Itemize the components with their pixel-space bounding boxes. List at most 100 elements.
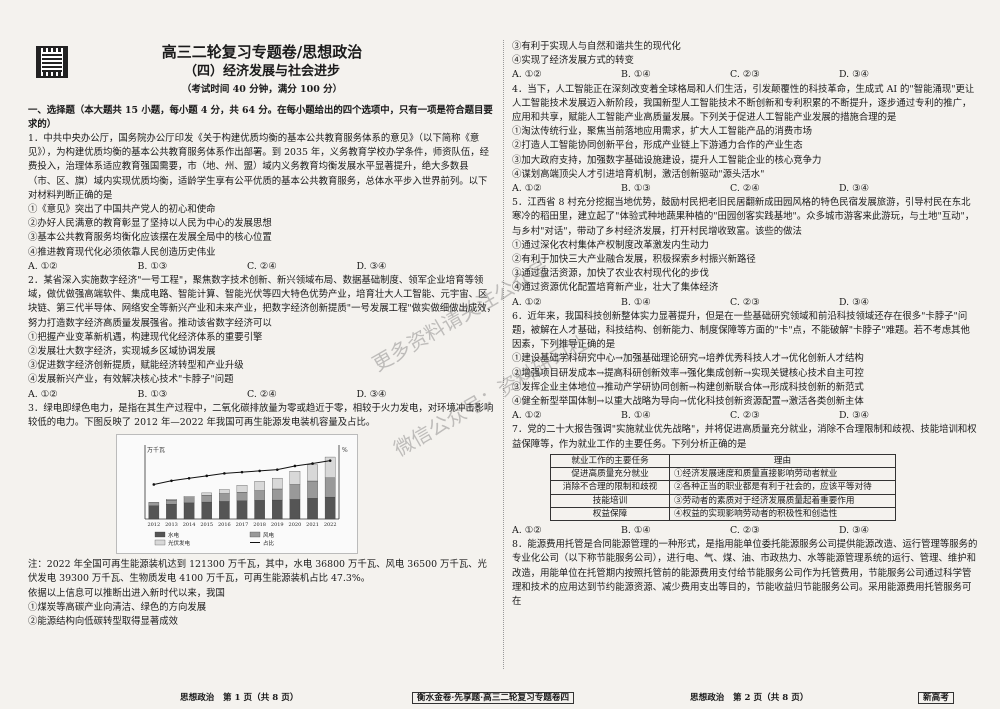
- page-subtitle: （四）经济发展与社会进步: [183, 64, 340, 80]
- employment-table: 就业工作的主要任务 理由 促进高质量充分就业 ①经济发展速度和质量直接影响劳动者…: [550, 453, 896, 521]
- table-row: 技能培训 ③劳动者的素质对于经济发展质量起着重要作用: [550, 493, 896, 508]
- statement: ②发展壮大数字经济，实现城乡区域协调发展: [28, 346, 216, 358]
- statement: ④健全新型举国体制→以重大战略为导向→优化科技创新资源配置→激活各类创新主体: [512, 396, 864, 408]
- option-d[interactable]: D. ③④: [839, 183, 869, 195]
- option-d[interactable]: D. ③④: [839, 410, 869, 422]
- statement: ②能源结构向低碳转型取得显著成效: [28, 616, 179, 628]
- point-占比: [311, 462, 314, 466]
- legend-label: 光伏发电: [168, 539, 191, 547]
- option-c[interactable]: C. ②③: [730, 410, 760, 422]
- option-b[interactable]: B. ①③: [137, 388, 168, 400]
- answer-options: A. ①② B. ①③ C. ②④ D. ③④: [28, 388, 496, 402]
- option-c[interactable]: C. ②④: [247, 260, 277, 272]
- option-d[interactable]: D. ③④: [839, 296, 869, 308]
- option-a[interactable]: A. ①②: [28, 388, 58, 400]
- point-占比: [152, 483, 156, 487]
- option-a[interactable]: A. ①②: [512, 296, 542, 308]
- bar-光伏发电: [289, 471, 301, 485]
- option-a[interactable]: A. ①②: [28, 260, 58, 272]
- x-tick-label: 2017: [236, 522, 249, 528]
- bar-光伏发电: [219, 489, 230, 495]
- option-d[interactable]: D. ③④: [839, 69, 869, 81]
- bar-风电: [289, 484, 301, 500]
- option-a[interactable]: A. ①②: [512, 69, 542, 81]
- option-a[interactable]: A. ①②: [512, 524, 542, 536]
- option-b[interactable]: B. ①③: [621, 183, 651, 195]
- table-row: 促进高质量充分就业 ①经济发展速度和质量直接影响劳动者就业: [550, 467, 896, 482]
- statement: ③加大政府支持，加强数字基础设施建设，提升人工智能企业的核心竞争力: [512, 154, 822, 166]
- bar-光伏发电: [201, 493, 212, 496]
- question-lead: 依据以上信息可以推断出进入新时代以来，我国: [28, 587, 225, 599]
- legend-label: 水电: [168, 531, 180, 539]
- x-tick-label: 2020: [289, 522, 302, 528]
- statement: ③发挥企业主体地位→推动产学研协同创新→构建创新联合体→形成科技创新的新范式: [512, 381, 864, 393]
- option-c[interactable]: C. ②③: [730, 69, 760, 81]
- footer-left-page: 思想政治 第 1 页（共 8 页）: [180, 693, 299, 703]
- bar-光伏发电: [236, 485, 248, 493]
- question-6: 6．近年来，我国科技创新整体实力显著提升，但是在一些基础研究领域和前沿科技领域还…: [512, 310, 978, 424]
- question-stem: 8．能源费用托管是合同能源管理的一种形式，是指用能单位委托能源服务公司提供能源改…: [512, 539, 978, 607]
- bar-水电: [236, 500, 248, 520]
- table-cell: 促进高质量充分就业: [550, 467, 670, 482]
- option-b[interactable]: B. ①④: [621, 410, 651, 422]
- answer-options: A. ①② B. ①④ C. ②③ D. ③④: [512, 524, 978, 538]
- footer-center: 衡水金卷·先享题·高三二轮复习专题卷四: [412, 691, 575, 704]
- legend-swatch: [154, 532, 166, 538]
- option-d[interactable]: D. ③④: [839, 524, 869, 536]
- bar-水电: [272, 500, 283, 520]
- option-b[interactable]: B. ①④: [621, 524, 651, 536]
- option-d[interactable]: D. ③④: [356, 388, 387, 400]
- question-stem: 4．当下，人工智能正在深刻改变着全球格局和人们生活，引发颠覆性的科技革命，生成式…: [512, 83, 975, 124]
- y2-axis-unit: %: [342, 447, 348, 454]
- option-c[interactable]: C. ②③: [730, 524, 760, 536]
- statement: ①把握产业变革新机遇，构建现代化经济体系的重要引擎: [28, 331, 263, 343]
- table-header: 就业工作的主要任务: [550, 453, 670, 469]
- question-2: 2．某省深入实施数字经济"一号工程"，聚焦数字技术创新、新兴领域布局、数据基础制…: [28, 274, 496, 402]
- table-row: 消除不合理的限制和歧视 ②各种正当的职业都是有利于社会的，应该平等对待: [550, 480, 896, 495]
- bar-光伏发电: [272, 478, 283, 490]
- bar-光伏发电: [183, 496, 195, 499]
- statement: ④谋划高端顶尖人才引进培育机制，激活创新驱动"源头活水": [512, 168, 765, 180]
- point-占比: [223, 472, 226, 475]
- table-cell: ④权益的实现影响劳动者的积极性和创造性: [669, 506, 896, 521]
- right-column: ③有利于实现人与自然和谐共生的现代化 ④实现了经济发展方式的转变 A. ①② B…: [512, 40, 978, 679]
- option-c[interactable]: C. ②③: [730, 296, 760, 308]
- bar-风电: [148, 502, 160, 507]
- x-tick-label: 2019: [271, 522, 284, 528]
- statement: ①建设基础学科研究中心→加强基础理论研究→培养优秀科技人才→优化创新人才结构: [512, 353, 864, 365]
- option-a[interactable]: A. ①②: [512, 410, 542, 422]
- option-d[interactable]: D. ③④: [356, 260, 387, 272]
- x-tick-label: 2018: [253, 522, 266, 528]
- statement: ②有利于加快三大产业融合发展，积极探索乡村振兴新路径: [512, 254, 756, 266]
- option-b[interactable]: B. ①④: [621, 69, 651, 81]
- footer-right-page: 思想政治 第 2 页（共 8 页）: [690, 693, 809, 703]
- footer-badge: 新高考: [918, 691, 954, 704]
- option-b[interactable]: B. ①④: [621, 296, 651, 308]
- table-cell: ②各种正当的职业都是有利于社会的，应该平等对待: [669, 480, 896, 495]
- bar-水电: [166, 504, 177, 520]
- statement: ④通过资源优化配置培育新产业，壮大了集体经济: [512, 282, 719, 294]
- table-cell: ③劳动者的素质对于经济发展质量起着重要作用: [669, 493, 896, 508]
- question-8: 8．能源费用托管是合同能源管理的一种形式，是指用能单位委托能源服务公司提供能源改…: [512, 538, 978, 609]
- bar-风电: [236, 492, 248, 502]
- table-cell: 消除不合理的限制和歧视: [550, 480, 670, 495]
- bar-水电: [289, 499, 301, 520]
- point-占比: [328, 459, 332, 463]
- option-c[interactable]: C. ②④: [730, 183, 760, 195]
- left-column: 高三二轮复习专题卷/思想政治 （四）经济发展与社会进步 （考试时间 40 分钟，…: [28, 0, 496, 679]
- point-占比: [187, 477, 191, 480]
- statement: ④发展新兴产业，有效解决核心技术"卡脖子"问题: [28, 374, 234, 386]
- statement: ④推进教育现代化必须依靠人民创造历史伟业: [28, 246, 216, 258]
- option-a[interactable]: A. ①②: [512, 183, 542, 195]
- bar-风电: [166, 500, 177, 505]
- question-stem: 7．党的二十大报告强调"实施就业优先战略"，并将促进高质量充分就业，消除不合理限…: [512, 424, 977, 450]
- bar-风电: [201, 495, 212, 503]
- chart-note: 注：2022 年全国可再生能源装机达到 121300 万千瓦，其中，水电 368…: [28, 559, 487, 585]
- legend-label: 占比: [263, 539, 275, 547]
- answer-options: A. ①② B. ①③ C. ②④ D. ③④: [28, 260, 496, 274]
- table-cell: 权益保障: [550, 506, 670, 521]
- bar-风电: [183, 497, 195, 504]
- option-b[interactable]: B. ①③: [137, 260, 168, 272]
- option-c[interactable]: C. ②④: [247, 388, 277, 400]
